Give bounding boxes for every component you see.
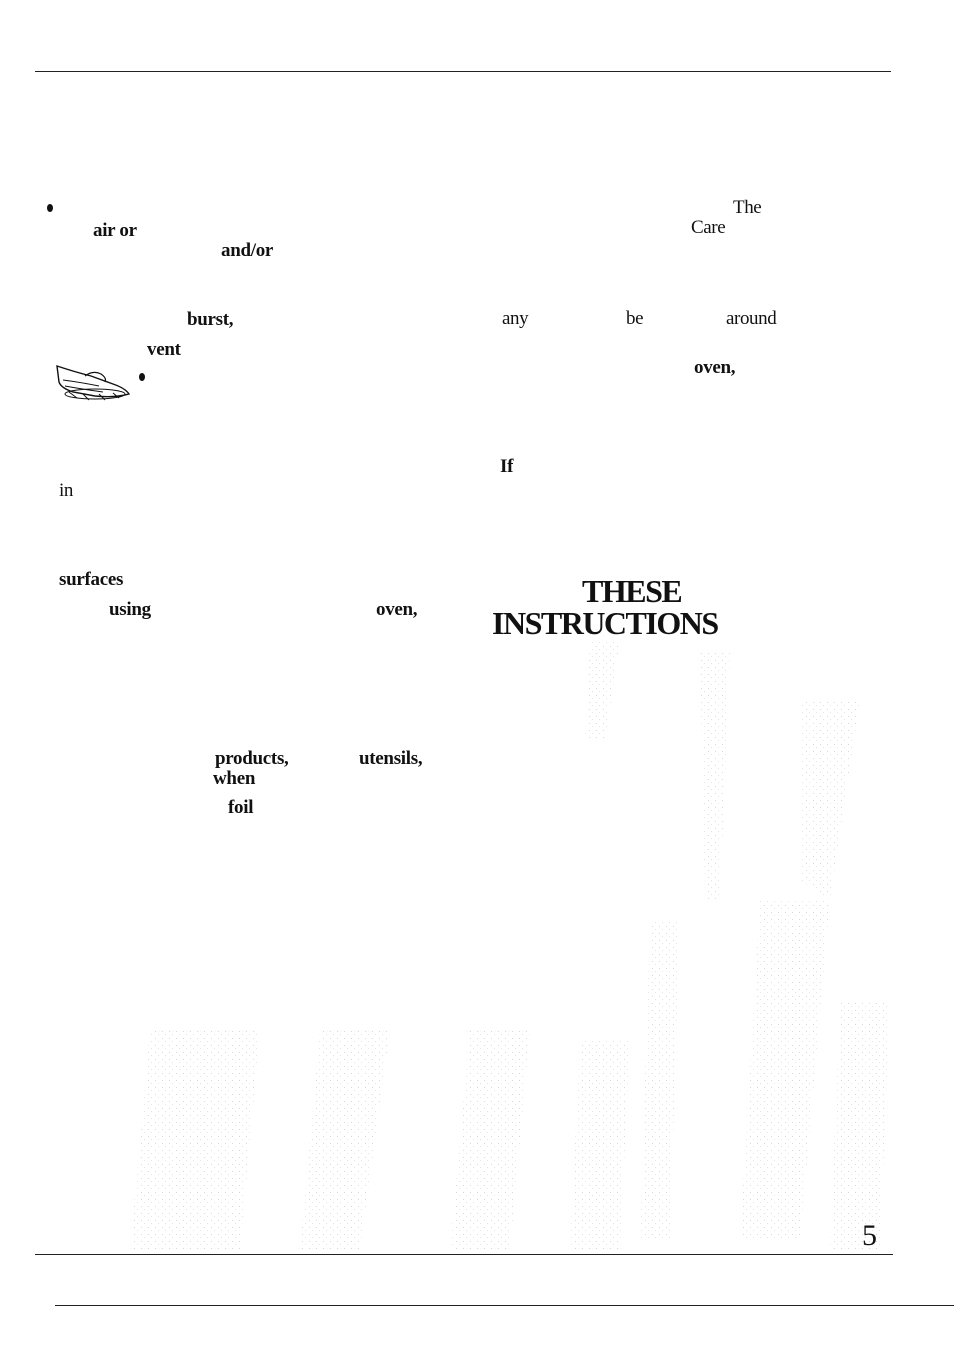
left-fragment-utensils: utensils, (359, 748, 423, 769)
left-fragment-foil: foil (228, 797, 254, 818)
right-fragment-oven: oven, (694, 357, 736, 378)
left-fragment-oven: oven, (376, 599, 418, 620)
heading-line-1: THESE (582, 573, 683, 609)
left-fragment-and-or: and/or (221, 240, 274, 261)
page-number: 5 (862, 1219, 877, 1252)
right-fragment-the: The (733, 197, 762, 218)
right-fragment-care: Care (691, 217, 726, 238)
left-fragment-air-or: air or (93, 220, 137, 241)
right-fragment-around: around (726, 308, 777, 329)
right-fragment-if: If (500, 456, 514, 477)
heading-line-2: INSTRUCTIONS (492, 605, 719, 641)
list-bullet (139, 373, 145, 381)
list-bullet (47, 204, 53, 212)
left-fragment-products: products, (215, 748, 289, 769)
left-fragment-vent: vent (147, 339, 181, 360)
right-fragment-any: any (502, 308, 529, 329)
left-fragment-in: in (59, 480, 73, 501)
left-fragment-surfaces: surfaces (59, 569, 124, 590)
top-rule (35, 71, 891, 72)
left-fragment-when: when (213, 768, 256, 789)
footer-rule (55, 1305, 954, 1306)
right-fragment-be: be (626, 308, 644, 329)
bottom-rule (35, 1254, 893, 1255)
left-fragment-burst: burst, (187, 309, 234, 330)
left-fragment-using: using (109, 599, 151, 620)
hand-on-dish-icon (56, 364, 131, 401)
